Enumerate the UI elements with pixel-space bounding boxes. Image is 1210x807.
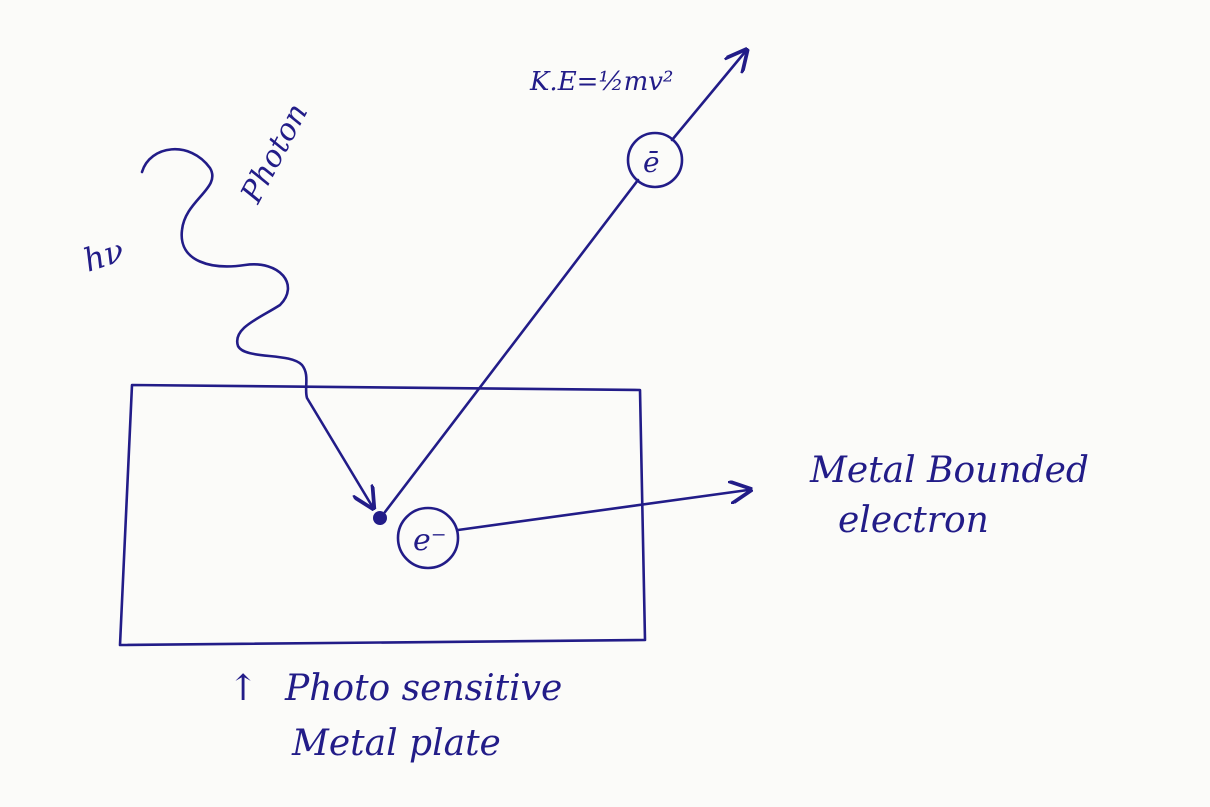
plate-label-line2: Metal plate	[291, 723, 501, 764]
plate-label-line1: Photo sensitive	[284, 668, 562, 709]
emitted-electron-arrow	[670, 52, 745, 142]
photon-energy-label: hν	[79, 231, 129, 280]
metal-bounded-label-line1: Metal Bounded	[809, 450, 1089, 491]
bound-electron-circle	[396, 506, 460, 570]
ejection-path	[383, 178, 640, 514]
metal-bounded-label-line2: electron	[838, 500, 989, 541]
absorption-point	[373, 511, 387, 525]
kinetic-energy-formula: K.E=½mv²	[529, 67, 673, 97]
emitted-electron-label: ē	[643, 146, 660, 179]
bound-electron-label: e⁻	[413, 523, 447, 558]
metal-plate	[118, 383, 647, 647]
photon-wave	[140, 147, 372, 506]
plate-arrow: ↑	[228, 668, 258, 709]
bound-electron-pointer	[456, 490, 748, 532]
emitted-electron-circle	[626, 131, 684, 189]
photon-label: Photon	[234, 98, 316, 210]
